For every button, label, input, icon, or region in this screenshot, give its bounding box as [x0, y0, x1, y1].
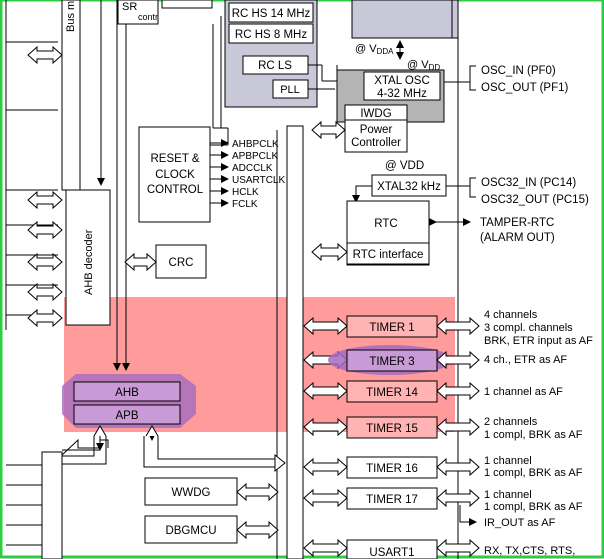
crc-block: [155, 244, 207, 279]
bus-to-ahb-arrows: [97, 0, 130, 371]
timer-note: 4 channels: [484, 309, 538, 321]
clock-signal-item: APBPCLK: [232, 151, 278, 162]
timer-note: 1 compl, BRK as AF: [484, 501, 583, 513]
timer-note: 1 compl, BRK as AF: [484, 429, 583, 441]
iwdg-label: IWDG: [360, 108, 391, 120]
ahb-decoder-label: AHB decoder: [83, 229, 95, 295]
clock-signal-item: ADCCLK: [232, 163, 273, 174]
crc-double-arrow: [124, 252, 157, 272]
timer-note: 1 compl, BRK as AF: [484, 467, 583, 479]
ahb-decoder-block: [65, 189, 111, 326]
dbgmcu-arrow: [236, 520, 279, 540]
tamper-label-2: (ALARM OUT): [480, 232, 555, 244]
timer3-label: TIMER 3: [369, 356, 414, 368]
rc-hs8-block: [228, 23, 314, 44]
apb-label: APB: [115, 410, 138, 422]
wwdg-label: WWDG: [172, 487, 211, 499]
timer-notes: 4 channels 3 compl. channels BRK, ETR in…: [484, 309, 593, 557]
rtc-interface-block: [346, 242, 430, 265]
timer-note: 1 channel as AF: [484, 386, 563, 398]
osc32-bracket: [446, 177, 476, 198]
timer-note: 1 channel: [484, 455, 532, 467]
rc-hs8-label: RC HS 8 MHz: [235, 29, 307, 41]
vdd-label: @ VDD: [407, 59, 440, 72]
timer-note: 3 compl. channels: [484, 322, 573, 334]
reset-clock-control-block: [138, 126, 211, 223]
timer16-label: TIMER 16: [366, 463, 418, 475]
left-bus-lines: [5, 0, 58, 546]
dbgmcu-block: [144, 515, 238, 544]
apb-block: [73, 404, 181, 425]
clock-signal-item: HCLK: [232, 187, 259, 198]
timer-note: 2 channels: [484, 416, 538, 428]
wwdg-arrow: [236, 482, 279, 502]
dbgmcu-label: DBGMCU: [165, 525, 216, 537]
vdda-label: @ VDDA: [355, 43, 394, 56]
osc-out-label: OSC_OUT (PF1): [481, 82, 568, 94]
timer-note: 4 ch., ETR as AF: [484, 354, 567, 366]
left-double-arrows: [27, 45, 63, 328]
top-partial-block: [161, 0, 213, 9]
timer-note: IR_OUT as AF: [484, 517, 556, 529]
timer17-label: TIMER 17: [366, 494, 418, 506]
clock-signal-item: AHBPCLK: [232, 139, 279, 150]
reset-label-1: RESET &: [151, 153, 200, 165]
rc-hs14-block: [228, 2, 314, 23]
usart1-block: [346, 539, 438, 559]
xtal-osc-block: [363, 71, 441, 101]
timer-blocks: TIMER 1 TIMER 3 TIMER 14 TIMER 15 TIMER …: [328, 315, 452, 559]
power-label-1: Power: [360, 124, 393, 136]
power-label-2: Controller: [351, 137, 401, 149]
power-controller-block: [344, 119, 408, 153]
osc32-in-label: OSC32_IN (PC14): [481, 177, 576, 189]
sr-block: [117, 0, 159, 25]
rtc-interface-label: RTC interface: [353, 249, 424, 261]
timer-output-arrows: [436, 316, 480, 558]
reset-label-2: CLOCK: [155, 169, 195, 181]
top-right-panel: [351, 0, 459, 39]
rc-ls-label: RC LS: [258, 60, 292, 72]
vdda-arrow-icon: [396, 40, 404, 60]
timer1-label: TIMER 1: [369, 322, 414, 334]
crc-label: CRC: [169, 257, 194, 269]
rc-hs14-label: RC HS 14 MHz: [232, 8, 311, 20]
osc-in-label: OSC_IN (PF0): [481, 65, 556, 77]
clock-signal-list: AHBPCLK APBPCLK ADCCLK USARTCLK HCLK FCL…: [210, 139, 285, 210]
clock-signal-item: FCLK: [232, 199, 258, 210]
tamper-label-1: TAMPER-RTC: [480, 217, 554, 229]
osc-pin-bracket: [444, 65, 476, 91]
reset-label-3: CONTROL: [147, 184, 204, 196]
ahb-label: AHB: [115, 387, 139, 399]
ir-out-arrow: [459, 505, 477, 526]
timer-note: BRK, ETR input as AF: [484, 335, 593, 347]
xtal-osc-label-1: XTAL OSC: [374, 75, 430, 87]
timer15-label: TIMER 15: [366, 423, 418, 435]
wwdg-block: [144, 477, 238, 506]
apb-bus-column: [286, 125, 304, 559]
osc32-out-label: OSC32_OUT (PC15): [481, 194, 589, 206]
xtal-osc-label-2: 4-32 MHz: [377, 88, 427, 100]
ahb-block: [73, 381, 181, 402]
sr-label: SR: [122, 1, 137, 13]
pll-label: PLL: [280, 84, 300, 96]
at-vdd-label: @ VDD: [385, 160, 424, 172]
sr-label-2: contr: [138, 12, 158, 22]
clock-signal-item: USARTCLK: [232, 175, 285, 186]
timer14-label: TIMER 14: [366, 387, 418, 399]
timer-note: 1 channel: [484, 489, 532, 501]
xtal32-label: XTAL32 kHz: [377, 181, 441, 193]
usart1-label: USART1: [369, 547, 414, 559]
timer-note: RX, TX,CTS, RTS,: [484, 545, 575, 557]
rtc-label: RTC: [374, 218, 397, 230]
bus-matrix-label: Bus m: [65, 1, 77, 32]
